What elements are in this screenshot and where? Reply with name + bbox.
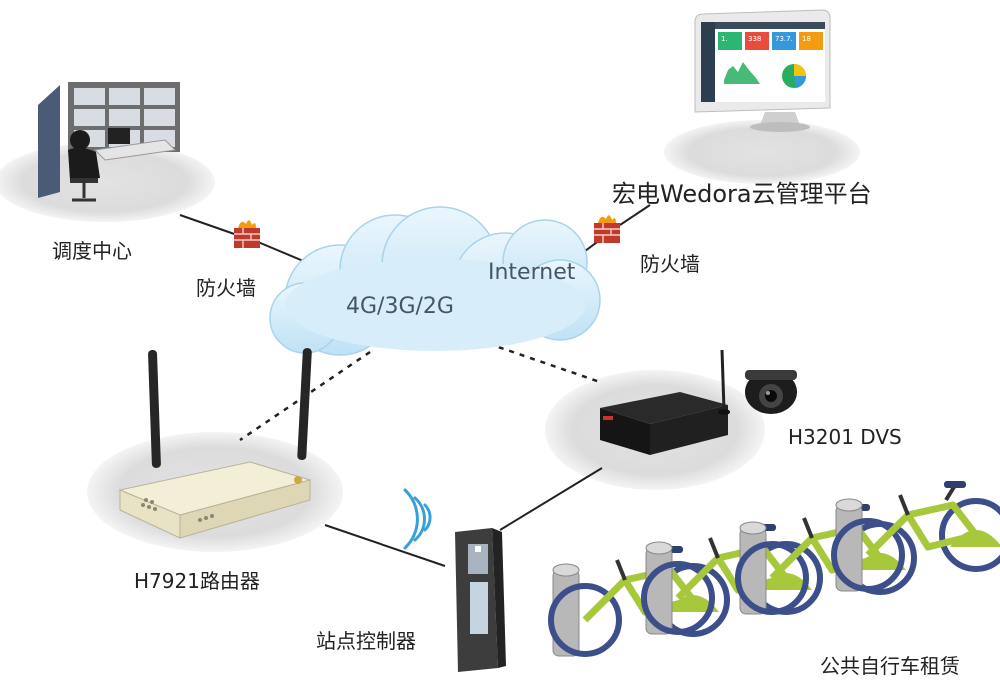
router-label: H7921路由器 <box>134 569 260 593</box>
link-dispatch-firewall <box>179 214 241 237</box>
bike <box>548 546 730 657</box>
link-station-dvs <box>499 467 603 531</box>
dashboard-cards: 1. 338 73.7. 18 <box>718 32 823 50</box>
station-controller-device <box>455 528 506 672</box>
network-cloud-core <box>285 259 585 351</box>
dvs-device <box>600 349 730 455</box>
dispatch-center-icon <box>38 82 180 202</box>
dashboard-card <box>799 32 823 50</box>
link-firewall-platform <box>619 204 651 226</box>
firewall-left-label: 防火墙 <box>196 276 256 300</box>
firewall-right-label: 防火墙 <box>640 252 700 276</box>
dashboard-card-value: 73.7. <box>775 35 793 43</box>
dashboard-card <box>718 32 742 50</box>
dashboard-card <box>772 32 796 50</box>
bike <box>831 481 1000 592</box>
dashboard-card-value: 338 <box>748 35 761 43</box>
firewall-left-icon <box>234 220 260 248</box>
dvs-label: H3201 DVS <box>788 425 902 449</box>
platform-pad <box>664 120 860 184</box>
cloud-platform-label: 宏电Wedora云管理平台 <box>612 180 872 208</box>
cloud-platform-monitor <box>694 9 831 132</box>
station-controller-label: 站点控制器 <box>316 629 416 653</box>
bike-rental-label: 公共自行车租赁 <box>820 654 960 678</box>
bike-rental-group <box>548 481 1000 657</box>
dashboard-card-value: 1. <box>721 35 728 43</box>
wifi-signal-icon <box>403 488 432 550</box>
dispatch-center-label: 调度中心 <box>52 239 132 263</box>
router-device <box>118 348 312 539</box>
camera-icon <box>745 370 797 414</box>
internet-label: Internet <box>488 260 576 285</box>
bike <box>735 504 917 615</box>
bike <box>641 524 823 635</box>
firewall-right-icon <box>594 215 620 243</box>
cloud-network-label: 4G/3G/2G <box>346 294 454 319</box>
dashboard-card <box>745 32 769 50</box>
link-router-station <box>324 524 446 567</box>
dashboard-card-value: 18 <box>802 35 811 43</box>
